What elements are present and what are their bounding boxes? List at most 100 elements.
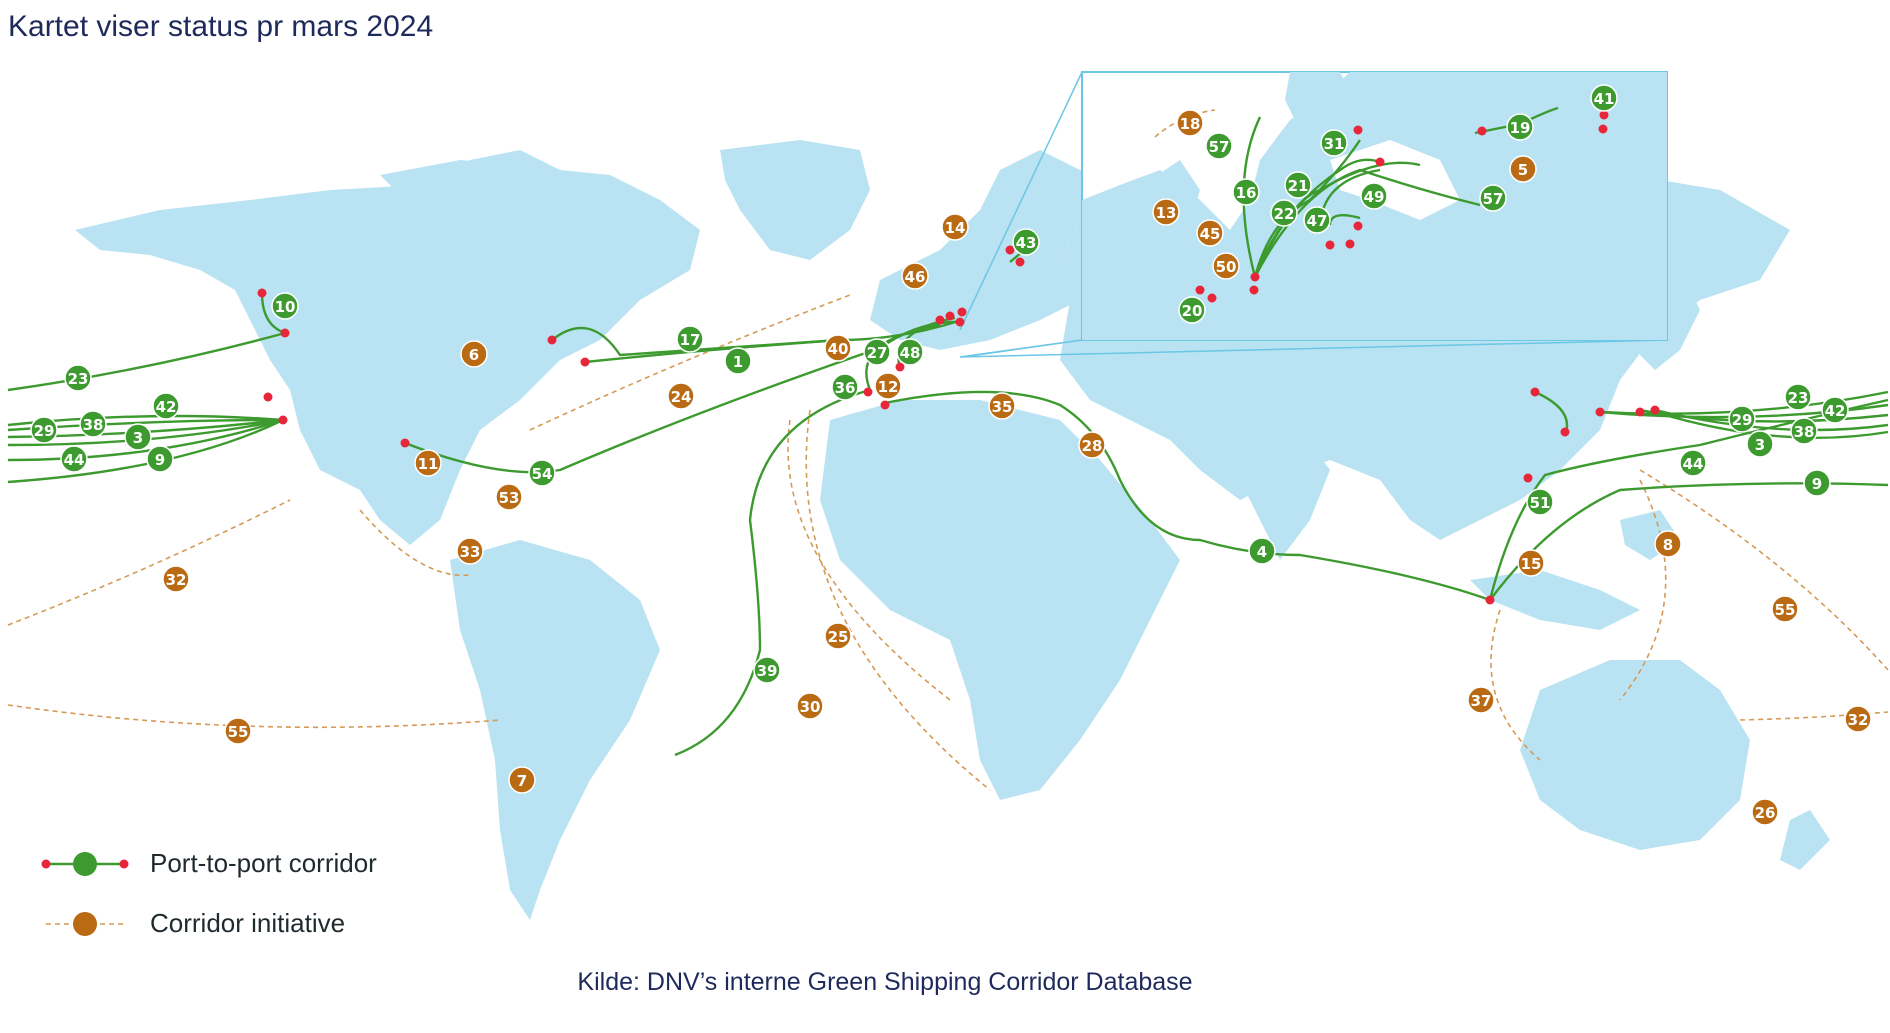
badge-label: 49: [1364, 188, 1385, 206]
port-to-port-badge-42: 42: [152, 392, 180, 420]
legend-initiative-label: Corridor initiative: [150, 908, 346, 938]
badge-label: 1: [733, 353, 743, 371]
badge-label: 38: [83, 416, 104, 434]
page-title: Kartet viser status pr mars 2024: [8, 10, 434, 43]
port-to-port-badge-43: 43: [1012, 228, 1040, 256]
port-to-port-badge-54: 54: [528, 459, 556, 487]
badge-label: 3: [133, 429, 143, 447]
badge-label: 51: [1530, 494, 1551, 512]
port-to-port-badge-36: 36: [831, 373, 859, 401]
corridor-initiative-badge-37: 37: [1467, 686, 1495, 714]
corridor-initiative-badge-8: 8: [1654, 530, 1682, 558]
corridor-initiative-badge-24: 24: [667, 382, 695, 410]
badge-label: 10: [275, 298, 296, 316]
badge-label: 54: [532, 465, 553, 483]
badge-label: 21: [1288, 177, 1309, 195]
badge-label: 45: [1200, 225, 1221, 243]
badge-label: 36: [835, 379, 856, 397]
badge-label: 44: [64, 451, 85, 469]
badge-label: 16: [1236, 184, 1257, 202]
badge-label: 4: [1257, 543, 1267, 561]
port-to-port-badge-3: 3: [1746, 430, 1774, 458]
port-to-port-badge-10: 10: [271, 292, 299, 320]
badge-label: 43: [1016, 234, 1037, 252]
badge-label: 27: [867, 344, 888, 362]
port-to-port-badge-51: 51: [1526, 488, 1554, 516]
badge-label: 31: [1324, 135, 1345, 153]
corridor-initiative-badge-6: 6: [460, 340, 488, 368]
badge-label: 39: [757, 662, 778, 680]
badge-label: 33: [460, 543, 481, 561]
port-to-port-badge-39: 39: [753, 656, 781, 684]
badge-label: 25: [828, 628, 849, 646]
port-to-port-badge-31: 31: [1320, 129, 1348, 157]
badge-label: 32: [166, 571, 187, 589]
badge-label: 50: [1216, 258, 1237, 276]
badge-label: 57: [1209, 138, 1230, 156]
badge-label: 55: [1775, 601, 1796, 619]
badge-label: 15: [1521, 555, 1542, 573]
badge-label: 42: [1825, 402, 1846, 420]
badge-label: 32: [1848, 711, 1869, 729]
port-to-port-badge-3: 3: [124, 423, 152, 451]
port-to-port-badge-57: 57: [1479, 184, 1507, 212]
land-africa: [820, 400, 1180, 800]
badge-label: 57: [1483, 190, 1504, 208]
corridor-initiative-badge-45: 45: [1196, 219, 1224, 247]
badge-label: 38: [1794, 423, 1815, 441]
port-to-port-badge-1: 1: [724, 347, 752, 375]
badge-label: 53: [499, 489, 520, 507]
port-to-port-badge-49: 49: [1360, 182, 1388, 210]
badge-label: 8: [1663, 536, 1673, 554]
legend-port-to-port: Port-to-port corridor: [40, 848, 377, 879]
corridor-initiative-badge-33: 33: [456, 537, 484, 565]
badge-label: 9: [155, 451, 165, 469]
corridor-initiative-badge-53: 53: [495, 483, 523, 511]
badge-label: 23: [68, 370, 89, 388]
badge-label: 20: [1182, 302, 1203, 320]
port-to-port-badge-20: 20: [1178, 296, 1206, 324]
port-to-port-badge-23: 23: [1784, 383, 1812, 411]
badge-label: 17: [680, 331, 701, 349]
port-to-port-badge-21: 21: [1284, 171, 1312, 199]
port-to-port-badge-23: 23: [64, 364, 92, 392]
badge-label: 26: [1755, 804, 1776, 822]
badge-label: 3: [1755, 436, 1765, 454]
port-to-port-badge-44: 44: [60, 445, 88, 473]
port-to-port-badge-22: 22: [1270, 199, 1298, 227]
legend-initiative-symbol: [46, 911, 124, 936]
corridor-initiative-badge-32: 32: [1844, 705, 1872, 733]
badge-label: 19: [1510, 119, 1531, 137]
port-to-port-badge-4: 4: [1248, 537, 1276, 565]
corridor-initiative-badge-5: 5: [1509, 155, 1537, 183]
corridor-initiative-badge-18: 18: [1176, 109, 1204, 137]
port-to-port-badge-48: 48: [896, 338, 924, 366]
port-to-port-badge-47: 47: [1303, 206, 1331, 234]
source-note: Kilde: DNV’s interne Green Shipping Corr…: [577, 968, 1193, 996]
corridor-initiative-badge-12: 12: [874, 372, 902, 400]
badge-label: 35: [992, 398, 1013, 416]
badge-label: 6: [469, 346, 479, 364]
corridor-initiative-badge-28: 28: [1078, 431, 1106, 459]
corridor-initiative-badge-15: 15: [1517, 549, 1545, 577]
badge-label: 44: [1683, 455, 1704, 473]
legend-port-to-port-symbol: [41, 851, 129, 876]
badge-label: 12: [878, 378, 899, 396]
corridor-initiative-badge-55: 55: [224, 717, 252, 745]
port-to-port-badge-42: 42: [1821, 396, 1849, 424]
corridor-initiative-badge-40: 40: [824, 334, 852, 362]
badge-label: 55: [228, 723, 249, 741]
corridor-initiative-badge-50: 50: [1212, 252, 1240, 280]
badge-label: 18: [1180, 115, 1201, 133]
land-australia: [1520, 660, 1750, 850]
badge-label: 41: [1594, 90, 1615, 108]
port-to-port-badge-17: 17: [676, 325, 704, 353]
corridor-initiative-badge-55: 55: [1771, 595, 1799, 623]
port-dots: [257, 110, 1660, 605]
corridor-initiative-badge-35: 35: [988, 392, 1016, 420]
land-europe: [870, 150, 1080, 350]
badge-label: 22: [1274, 205, 1295, 223]
corridor-initiative-badge-46: 46: [901, 262, 929, 290]
land-north-america: [75, 150, 700, 545]
